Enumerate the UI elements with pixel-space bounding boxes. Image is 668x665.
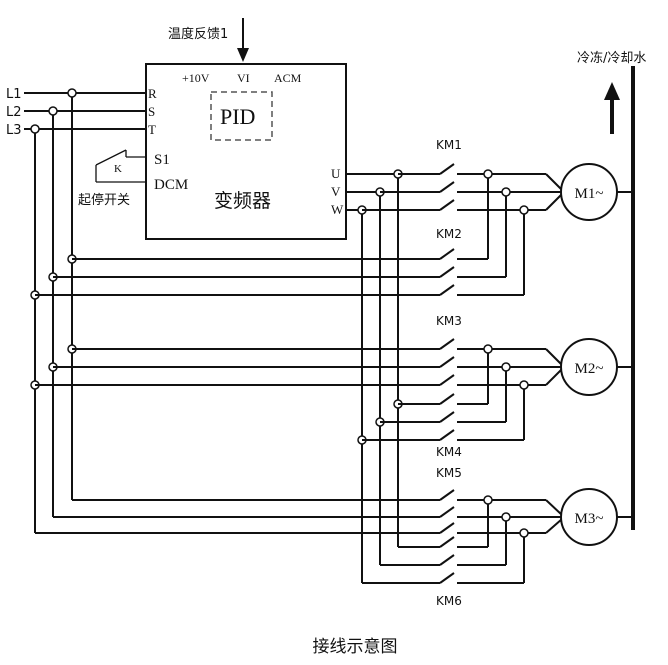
- motor-3-label: M3~: [575, 511, 604, 527]
- start-stop-switch-label: 起停开关: [78, 192, 130, 208]
- motor-2-label: M2~: [575, 361, 604, 377]
- contactor-km2-label: KM2: [436, 227, 462, 241]
- line-label-l1: L1: [6, 87, 22, 102]
- terminal-u: U: [331, 166, 341, 181]
- contactor-km3-label: KM3: [436, 314, 462, 328]
- temp-feedback-arrow: [237, 18, 249, 62]
- terminal-vi: VI: [237, 71, 250, 85]
- line-label-l3: L3: [6, 123, 22, 138]
- temp-feedback-label: 温度反馈1: [168, 26, 228, 42]
- motor1-wiring: [35, 163, 563, 296]
- terminal-v: V: [331, 184, 341, 199]
- inverter-label: 变频器: [214, 190, 271, 212]
- terminal-acm: ACM: [274, 71, 302, 85]
- pid-label: PID: [220, 104, 255, 129]
- contactor-km5-label: KM5: [436, 466, 462, 480]
- motor-1-label: M1~: [575, 186, 604, 202]
- switch-k-label: K: [114, 163, 122, 175]
- inverter-output-buses: [346, 173, 399, 583]
- water-flow-arrow-icon: [604, 82, 620, 134]
- input-lines: [24, 92, 146, 533]
- inverter-box: [145, 63, 347, 240]
- water-label: 冷冻/冷却水: [577, 50, 646, 66]
- terminal-t: T: [148, 122, 156, 137]
- terminal-s: S: [148, 104, 155, 119]
- terminal-w: W: [331, 202, 344, 217]
- terminal-s1: S1: [154, 152, 170, 168]
- contactor-km6-label: KM6: [436, 594, 462, 608]
- contactor-km4-label: KM4: [436, 445, 462, 459]
- start-stop-switch-wiring: [95, 149, 146, 183]
- motor3-wiring: [35, 489, 563, 584]
- terminal-r: R: [148, 86, 157, 101]
- pid-box: [210, 91, 273, 141]
- input-junctions: [30, 88, 77, 390]
- diagram-caption: 接线示意图: [313, 637, 398, 657]
- water-pipe: [617, 66, 635, 530]
- motor2-wiring: [35, 338, 563, 441]
- contactor-km1-label: KM1: [436, 138, 462, 152]
- line-label-l2: L2: [6, 105, 22, 120]
- terminal-dcm: DCM: [154, 177, 188, 193]
- terminal-10v: +10V: [182, 71, 210, 85]
